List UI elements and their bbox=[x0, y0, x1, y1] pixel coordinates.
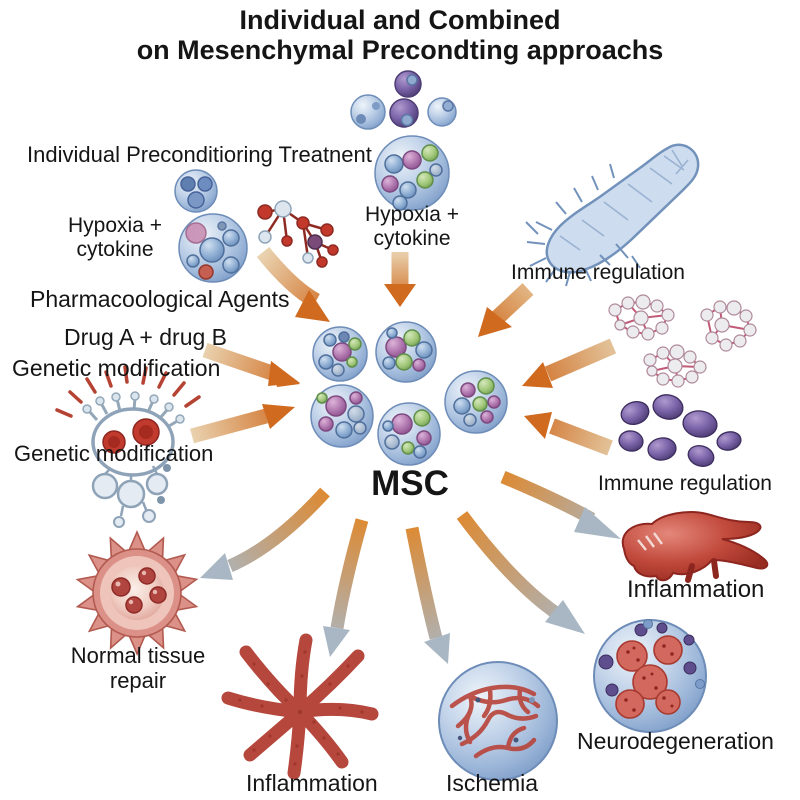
label-pharmacological-agents: Pharmacoological Agents bbox=[30, 286, 290, 312]
label-genetic-modification-2: Genetic modification bbox=[14, 441, 214, 466]
title-line-2: on Mesenchymal Precondting approachs bbox=[136, 34, 664, 65]
title-line-1: Individual and Combined bbox=[239, 5, 561, 35]
immune-cell-purple-icon bbox=[618, 394, 742, 467]
label-inflammation-right: Inflammation bbox=[627, 576, 765, 603]
arrow-drug-to-msc bbox=[202, 342, 300, 387]
label-immune-regulation-top: Immune regulation bbox=[511, 261, 685, 284]
neurodegeneration-cell-icon bbox=[593, 619, 707, 733]
arrow-msc-to-ischemia bbox=[405, 526, 450, 664]
arrow-msc-to-normal-tissue bbox=[200, 487, 330, 580]
arrow-hypoxia-center-to-msc bbox=[384, 252, 416, 307]
label-normal-tissue-repair: Normal tissue repair bbox=[70, 643, 206, 693]
arrow-genetic-to-msc bbox=[190, 404, 295, 444]
msc-cell-cluster-icon bbox=[310, 321, 508, 466]
adipocyte-cluster-icon bbox=[608, 294, 757, 388]
bone-tissue-icon bbox=[525, 143, 700, 287]
arrow-msc-to-neurodegeneration bbox=[456, 511, 585, 634]
normal-tissue-repair-cell-icon bbox=[75, 529, 199, 657]
drug-molecule-icon bbox=[257, 200, 339, 268]
label-genetic-modification-1: Genetic modification bbox=[12, 355, 221, 381]
page-title: Individual and Combined on Mesenchymal P… bbox=[0, 5, 800, 65]
arrow-immune-right-to-msc bbox=[524, 412, 613, 456]
label-immune-regulation-right: Immune regulation bbox=[598, 472, 772, 495]
label-drug-a-b: Drug A + drug B bbox=[64, 324, 228, 350]
hypoxia-cell-left-icon bbox=[174, 169, 248, 283]
arrow-msc-to-inflammation-star bbox=[323, 518, 369, 657]
inflammation-star-texture bbox=[238, 650, 364, 766]
arrow-immune-top-to-msc bbox=[478, 283, 534, 337]
label-hypoxia-cytokine-center: Hypoxia + cytokine bbox=[365, 203, 459, 250]
label-hypoxia-cytokine-left: Hypoxia + cytokine bbox=[68, 214, 162, 261]
inflammation-star-icon bbox=[221, 633, 379, 780]
label-neurodegeneration: Neurodegeneration bbox=[577, 728, 774, 754]
hypoxia-cell-center-icon bbox=[374, 135, 450, 211]
label-ischemia: Ischemia bbox=[446, 770, 539, 796]
arrow-msc-to-inflammation-right bbox=[500, 471, 621, 539]
small-stem-cell-cluster-icon bbox=[350, 70, 457, 130]
ischemia-vessel-icon bbox=[438, 661, 558, 781]
inflammation-red-cell-icon bbox=[621, 511, 769, 583]
arrow-molecule-to-msc bbox=[256, 246, 330, 322]
arrow-adipocyte-to-msc bbox=[522, 338, 617, 388]
label-individual-preconditioning: Individual Preconditioring Treatnent bbox=[27, 142, 372, 167]
label-inflammation-bottom: Inflammation bbox=[246, 770, 378, 796]
bone-spikes bbox=[525, 163, 641, 287]
label-msc: MSC bbox=[371, 464, 449, 503]
genetic-modification-virus-icon bbox=[55, 365, 201, 528]
